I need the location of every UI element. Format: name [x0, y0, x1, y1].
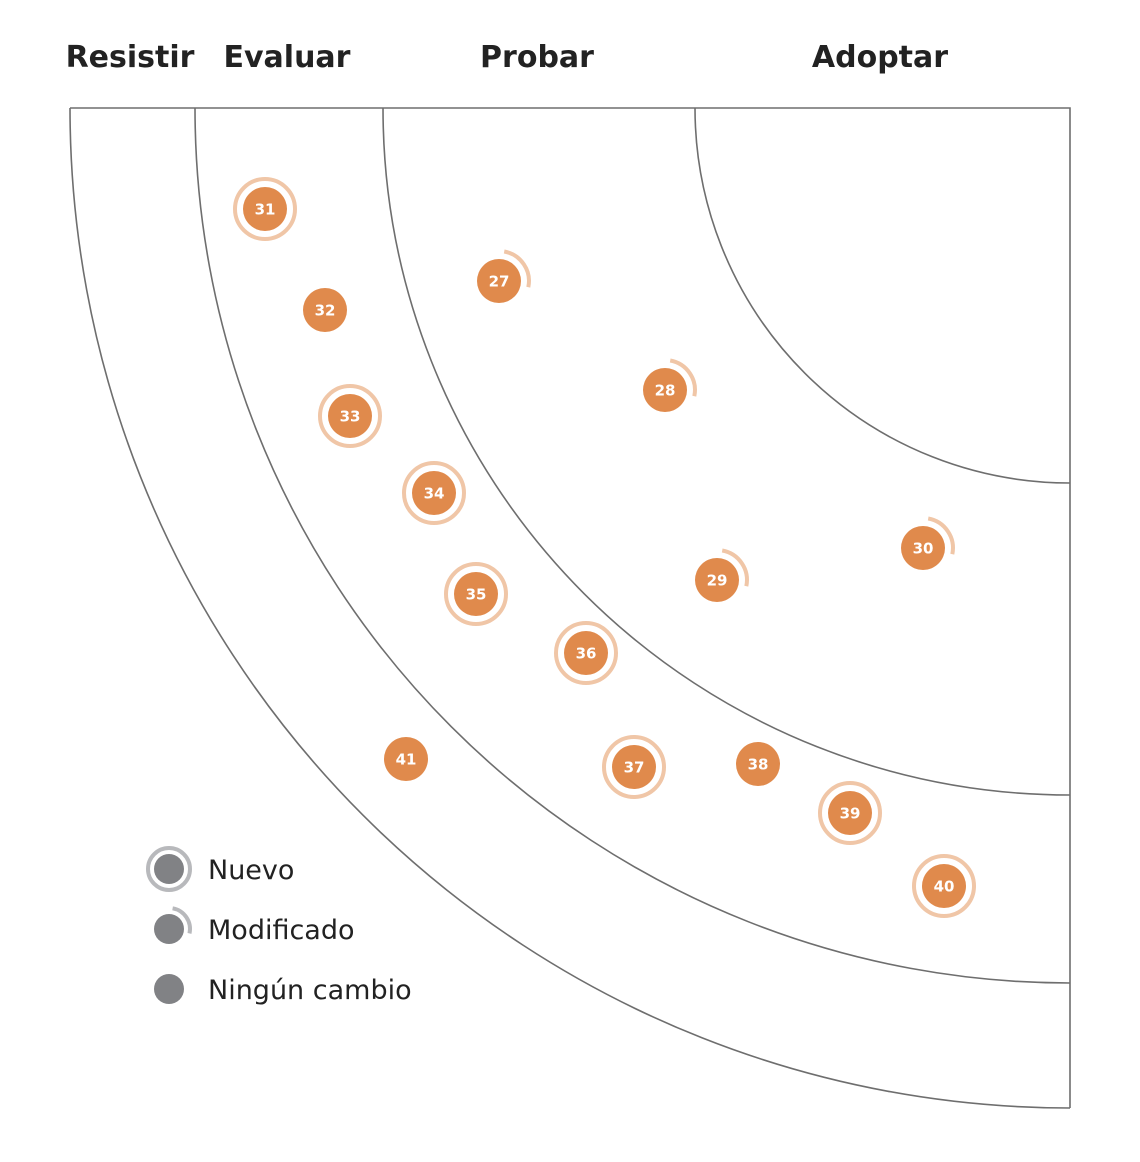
legend-dot [154, 854, 184, 884]
blips: 27 28 29 30 31 32 33 34 35 36 37 38 39 40 41 [233, 177, 976, 918]
blip-28[interactable]: 28 [643, 358, 697, 413]
blip-39[interactable]: 39 [818, 781, 882, 845]
blip-dot [922, 864, 966, 908]
blip-36[interactable]: 36 [554, 621, 618, 685]
legend-dot [154, 914, 184, 944]
blip-number: 40 [934, 878, 955, 896]
blip-dot [454, 572, 498, 616]
ring-boundary-adoptar [694, 107, 1071, 484]
blip-33[interactable]: 33 [318, 384, 382, 448]
blip-number: 27 [489, 273, 510, 291]
blip-new-ring [233, 177, 297, 241]
blip-number: 35 [466, 586, 487, 604]
blip-number: 38 [748, 756, 769, 774]
blip-dot [612, 745, 656, 789]
legend-label: Nuevo [208, 855, 294, 886]
blip-number: 31 [255, 201, 276, 219]
ring-boundary-probar [382, 107, 1071, 796]
blip-new-ring [402, 461, 466, 525]
blip-41[interactable]: 41 [384, 737, 428, 781]
blip-35[interactable]: 35 [444, 562, 508, 626]
blip-modified-arc [503, 249, 531, 288]
legend-dot [154, 974, 184, 1004]
blip-dot [303, 288, 347, 332]
blip-dot [328, 394, 372, 438]
blip-30[interactable]: 30 [901, 516, 955, 571]
blip-dot [643, 368, 687, 412]
blip-27[interactable]: 27 [477, 249, 531, 304]
ring-label-probar: Probar [480, 40, 594, 75]
legend-item-modified: Modificado [154, 906, 355, 946]
legend-item-unchanged: Ningún cambio [154, 974, 412, 1006]
blip-dot [384, 737, 428, 781]
blip-number: 29 [707, 572, 728, 590]
blip-number: 30 [913, 540, 934, 558]
blip-38[interactable]: 38 [736, 742, 780, 786]
legend-modified-arc [172, 906, 192, 934]
ring-boundary-evaluar [194, 107, 1071, 984]
blip-new-ring [912, 854, 976, 918]
ring-label-evaluar: Evaluar [224, 40, 351, 75]
blip-40[interactable]: 40 [912, 854, 976, 918]
blip-new-ring [318, 384, 382, 448]
blip-32[interactable]: 32 [303, 288, 347, 332]
ring-boundary-resistir [69, 107, 1071, 1109]
blip-number: 33 [340, 408, 361, 426]
blip-new-ring [818, 781, 882, 845]
blip-37[interactable]: 37 [602, 735, 666, 799]
blip-number: 34 [424, 485, 445, 503]
blip-34[interactable]: 34 [402, 461, 466, 525]
blip-number: 36 [576, 645, 597, 663]
blip-dot [901, 526, 945, 570]
blip-new-ring [444, 562, 508, 626]
legend-new-ring [146, 846, 192, 892]
blip-dot [412, 471, 456, 515]
blip-dot [477, 259, 521, 303]
blip-dot [243, 187, 287, 231]
blip-modified-arc [721, 548, 749, 587]
legend-item-new: Nuevo [146, 846, 294, 892]
blip-new-ring [602, 735, 666, 799]
blip-31[interactable]: 31 [233, 177, 297, 241]
blip-number: 41 [396, 751, 417, 769]
blip-dot [564, 631, 608, 675]
blip-dot [736, 742, 780, 786]
blip-number: 39 [840, 805, 861, 823]
blip-dot [695, 558, 739, 602]
quadrant-frame [70, 107, 1071, 1108]
blip-number: 32 [315, 302, 336, 320]
blip-dot [828, 791, 872, 835]
blip-number: 37 [624, 759, 645, 777]
ring-label-adoptar: Adoptar [812, 40, 948, 75]
blip-29[interactable]: 29 [695, 548, 749, 603]
blip-modified-arc [927, 516, 955, 555]
legend-label: Ningún cambio [208, 975, 412, 1006]
blip-number: 28 [655, 382, 676, 400]
legend-label: Modificado [208, 915, 355, 946]
blip-new-ring [554, 621, 618, 685]
blip-modified-arc [669, 358, 697, 397]
ring-label-resistir: Resistir [66, 40, 195, 75]
